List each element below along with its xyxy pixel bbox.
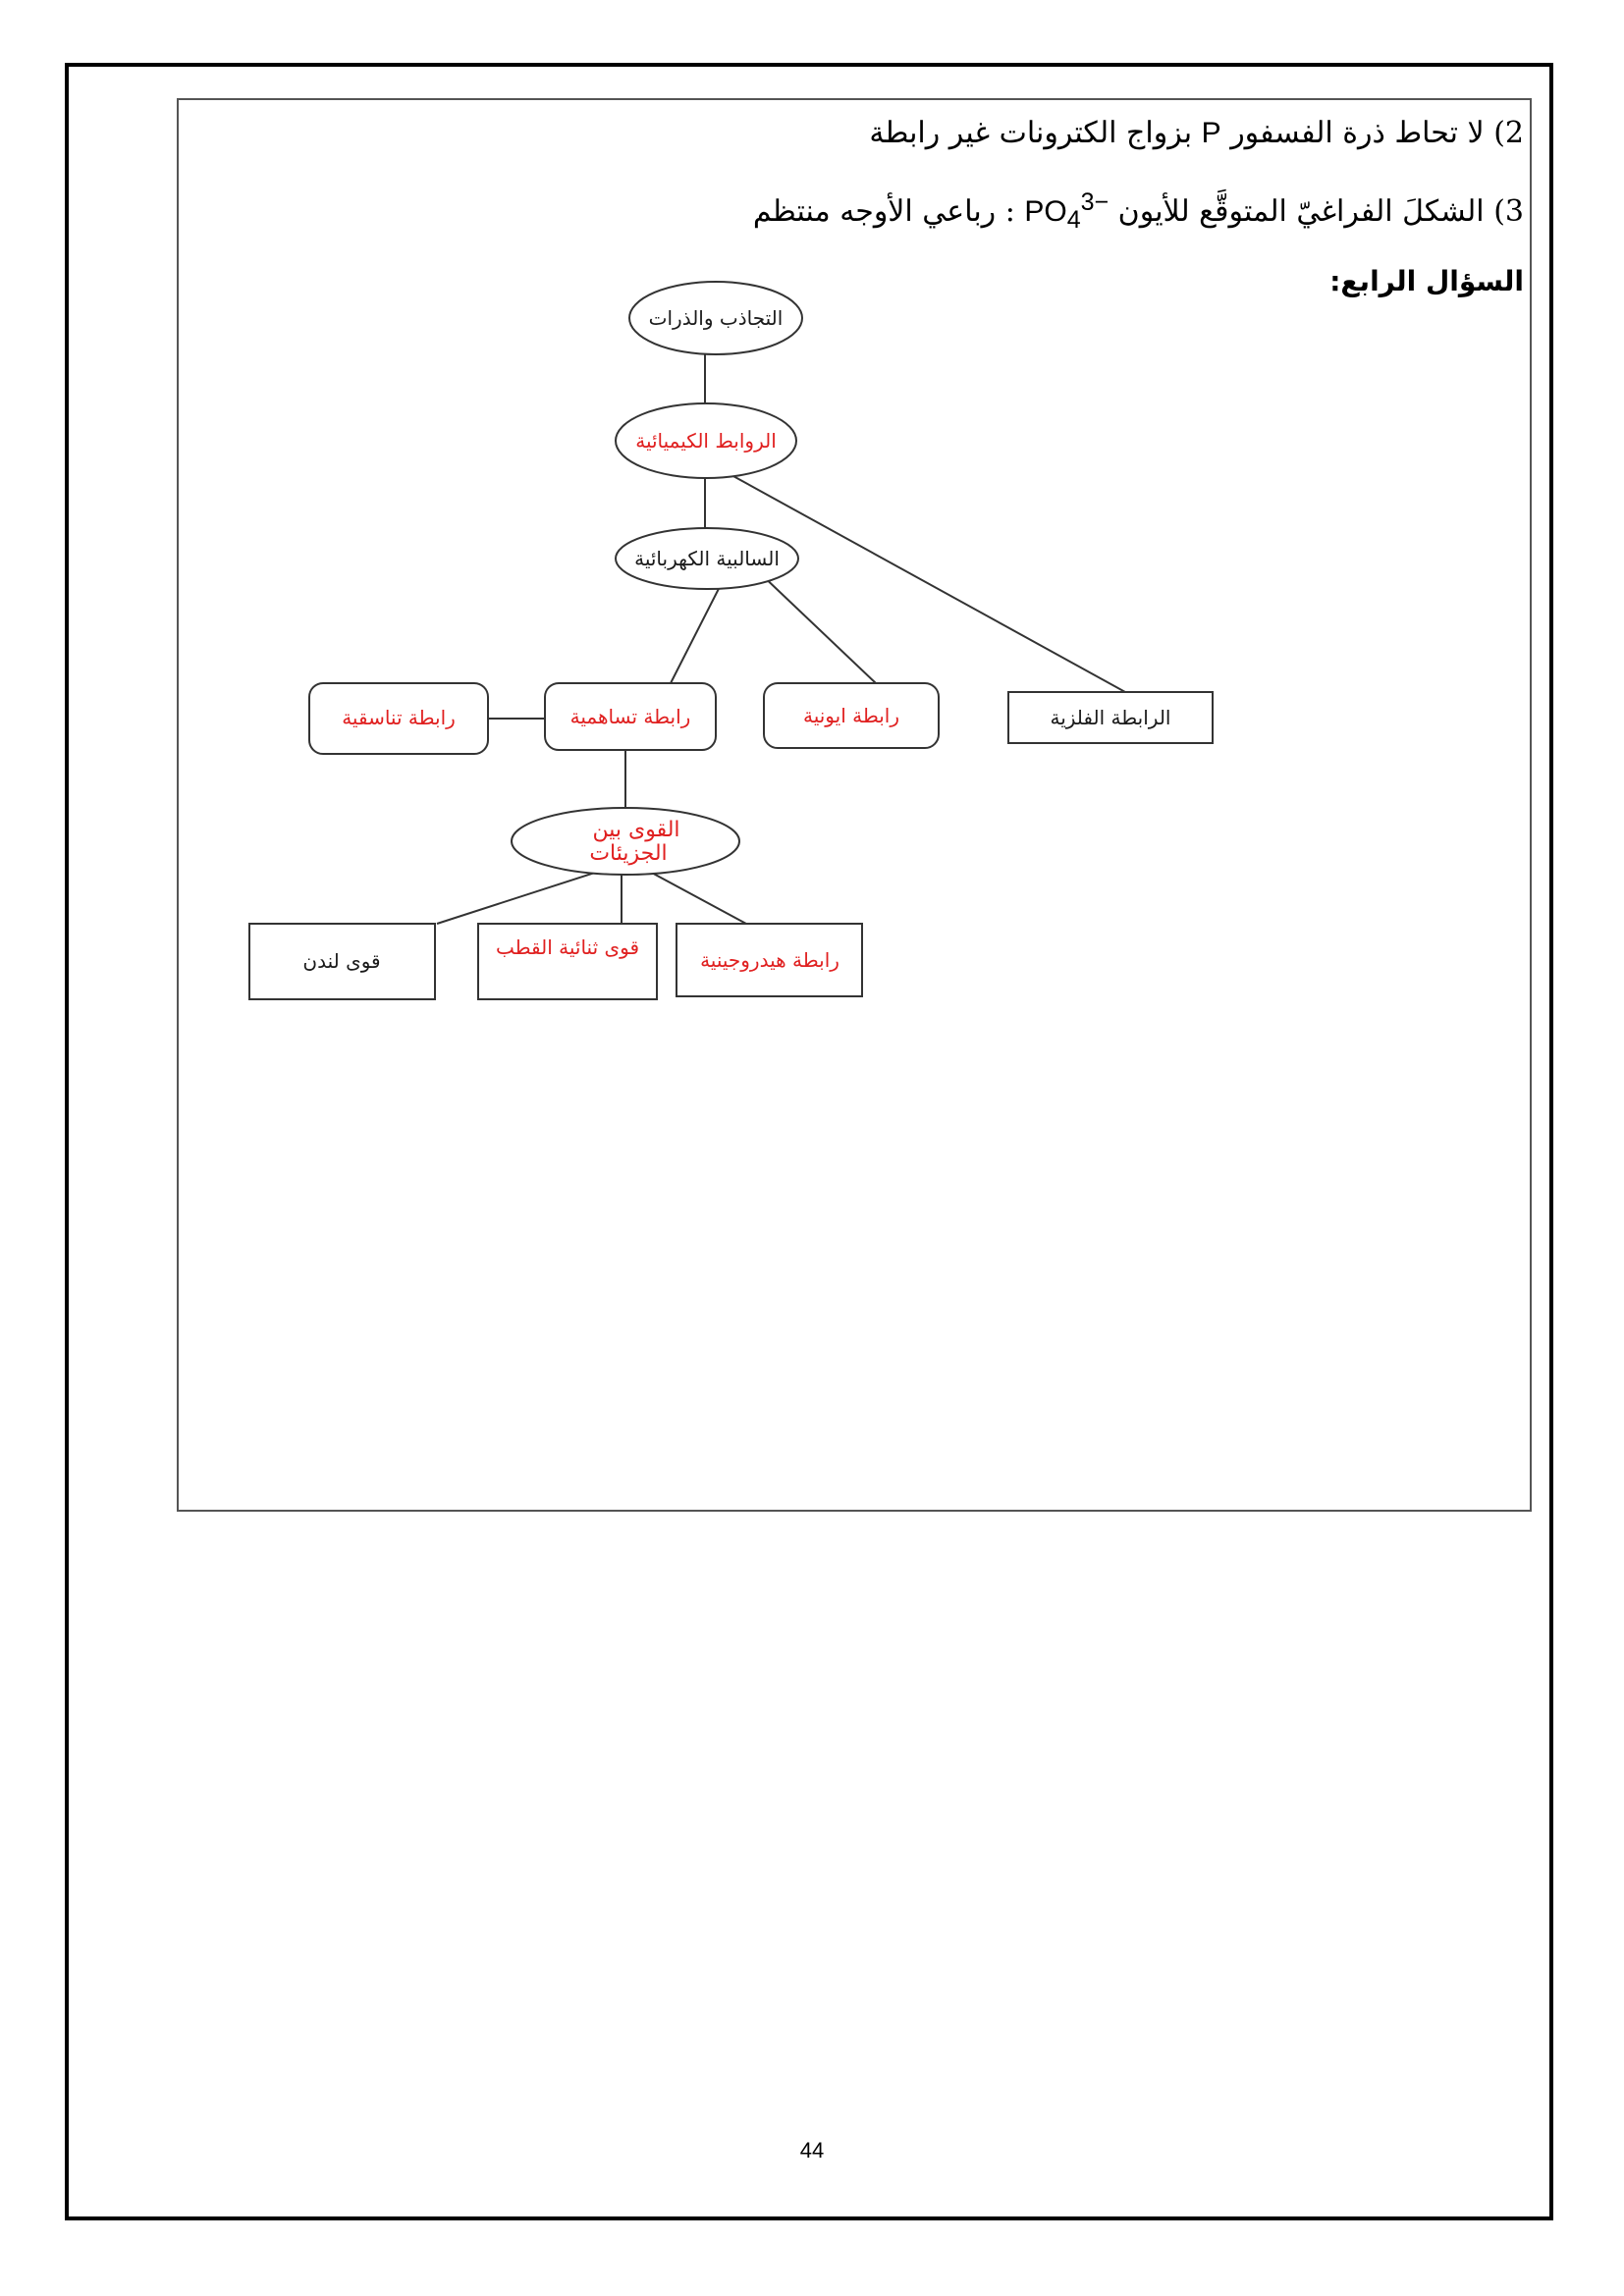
line-text-part1: الشكلَ الفراغيّ المتوقَّع للأيون xyxy=(1109,194,1494,229)
node-dipole-forces-label: قوى ثنائية القطب xyxy=(496,935,639,959)
line-number: 3) xyxy=(1493,194,1524,229)
line-text-part2: بزواج الكترونات غير رابطة xyxy=(869,116,1202,150)
connector xyxy=(731,474,1126,693)
question-heading: السؤال الرابع: xyxy=(1329,265,1524,297)
connector xyxy=(436,870,602,925)
node-electronegativity: السالبية الكهربائية xyxy=(615,527,799,590)
node-london-forces: قوى لندن xyxy=(248,923,436,1000)
node-coordinate-bond-label: رابطة تناسقية xyxy=(342,706,456,729)
node-hydrogen-bond: رابطة هيدروجينية xyxy=(676,923,863,997)
ion-superscript: 3− xyxy=(1080,188,1110,216)
node-ionic-bond: رابطة ايونية xyxy=(763,682,940,749)
node-covalent-bond-label: رابطة تساهمية xyxy=(570,705,691,728)
ion-base: PO xyxy=(1024,195,1067,228)
page-number: 44 xyxy=(799,2138,825,2163)
line-text-part2: : رباعي الأوجه منتظم xyxy=(752,194,1025,229)
connector xyxy=(670,572,728,684)
phosphorus-symbol: P xyxy=(1201,117,1221,149)
page-frame xyxy=(65,63,1553,2220)
node-coordinate-bond: رابطة تناسقية xyxy=(308,682,489,755)
node-dipole-forces: قوى ثنائية القطب xyxy=(477,923,658,1000)
node-hydrogen-bond-label: رابطة هيدروجينية xyxy=(700,948,839,972)
line-number: 2) xyxy=(1493,116,1524,150)
answer-box xyxy=(177,98,1532,1512)
node-attraction: التجاذب والذرات xyxy=(628,281,803,355)
node-metallic-bond-label: الرابطة الفلزية xyxy=(1050,706,1170,729)
node-london-forces-label: قوى لندن xyxy=(302,949,380,973)
node-covalent-bond: رابطة تساهمية xyxy=(544,682,717,751)
phosphate-ion-formula: PO43− xyxy=(1024,188,1109,234)
connector xyxy=(757,570,877,684)
connectors xyxy=(436,347,1126,925)
ion-subscript: 4 xyxy=(1066,206,1081,234)
connector xyxy=(647,870,747,925)
node-electronegativity-label: السالبية الكهربائية xyxy=(634,547,780,570)
node-chemical-bonds-label: الروابط الكيميائية xyxy=(635,429,777,453)
node-ionic-bond-label: رابطة ايونية xyxy=(803,704,899,727)
node-chemical-bonds: الروابط الكيميائية xyxy=(615,402,797,479)
node-metallic-bond: الرابطة الفلزية xyxy=(1007,691,1214,744)
answer-line-2: 2) لا تحاط ذرة الفسفور P بزواج الكترونات… xyxy=(869,116,1524,150)
answer-line-3: 3) الشكلَ الفراغيّ المتوقَّع للأيون PO43… xyxy=(753,188,1524,235)
node-intermolecular-forces: القوى بين الجزيئات xyxy=(511,807,740,876)
line-text-part1: لا تحاط ذرة الفسفور xyxy=(1220,116,1494,150)
node-intermolecular-label-2: الجزيئات xyxy=(589,841,667,866)
node-attraction-label: التجاذب والذرات xyxy=(649,306,784,330)
node-intermolecular-label-1: القوى بين xyxy=(592,818,679,842)
